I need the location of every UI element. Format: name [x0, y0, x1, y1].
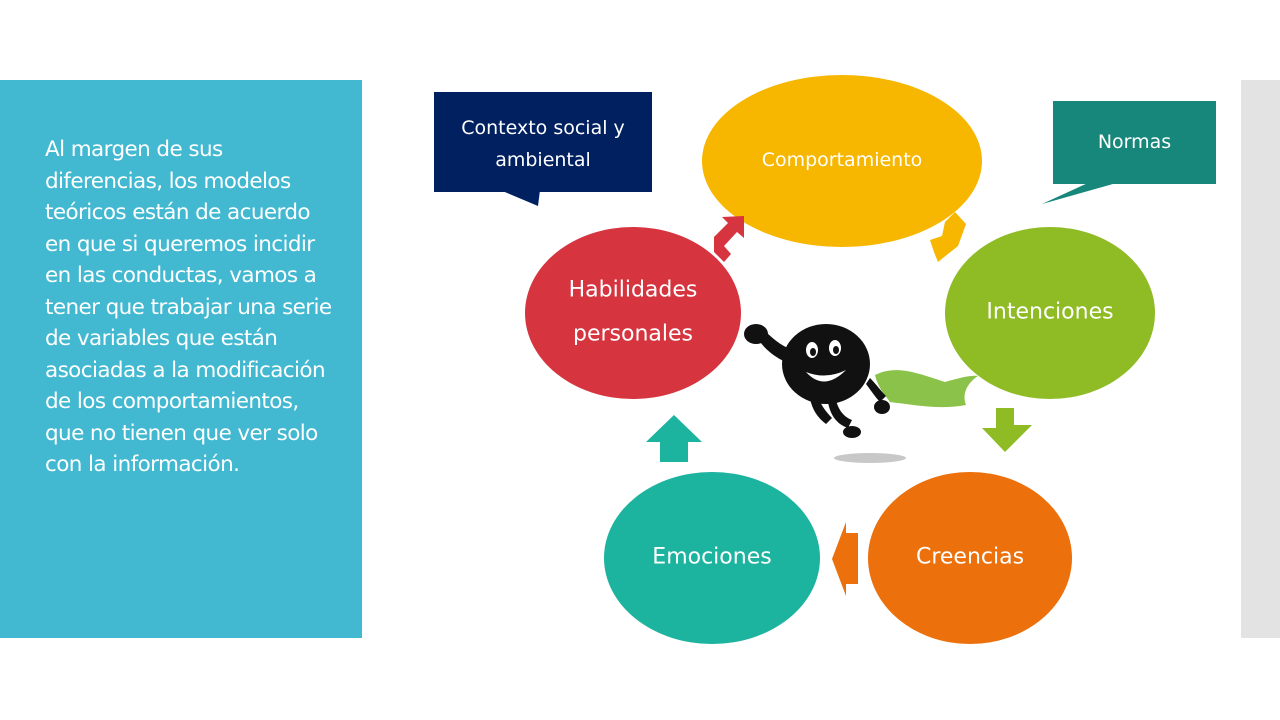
node-emociones: [604, 472, 820, 644]
node-intenciones: [945, 227, 1155, 399]
node-comportamiento: [702, 75, 982, 247]
node-label-intenciones: Intenciones: [986, 299, 1114, 325]
arrow-comportamiento-to-intenciones: [930, 212, 966, 262]
node-label-comportamiento: Comportamiento: [761, 149, 923, 171]
node-habilidades: [525, 227, 741, 399]
arrow-habilidades-to-comportamiento: [714, 216, 744, 262]
contexto-callout: [434, 92, 652, 206]
normas-callout-text: Normas: [1097, 131, 1172, 153]
running-character-icon: [744, 324, 978, 463]
contexto-callout-text: Contexto social y ambiental: [461, 117, 625, 171]
node-label-emociones: Emociones: [652, 544, 772, 570]
right-decorative-bar: [1241, 80, 1280, 638]
body-text: Al margen de sus diferencias, los modelo…: [45, 137, 332, 477]
arrow-intenciones-to-creencias: [982, 408, 1032, 452]
arrow-creencias-to-emociones: [832, 522, 858, 596]
node-label-habilidades-line2: personales: [572, 321, 694, 347]
normas-callout: [1042, 101, 1216, 204]
node-creencias: [868, 472, 1072, 644]
node-label-creencias: Creencias: [915, 544, 1025, 570]
left-text-panel: [0, 80, 362, 638]
arrow-emociones-to-habilidades: [646, 415, 702, 462]
node-label-habilidades-line1: Habilidades: [568, 277, 698, 303]
